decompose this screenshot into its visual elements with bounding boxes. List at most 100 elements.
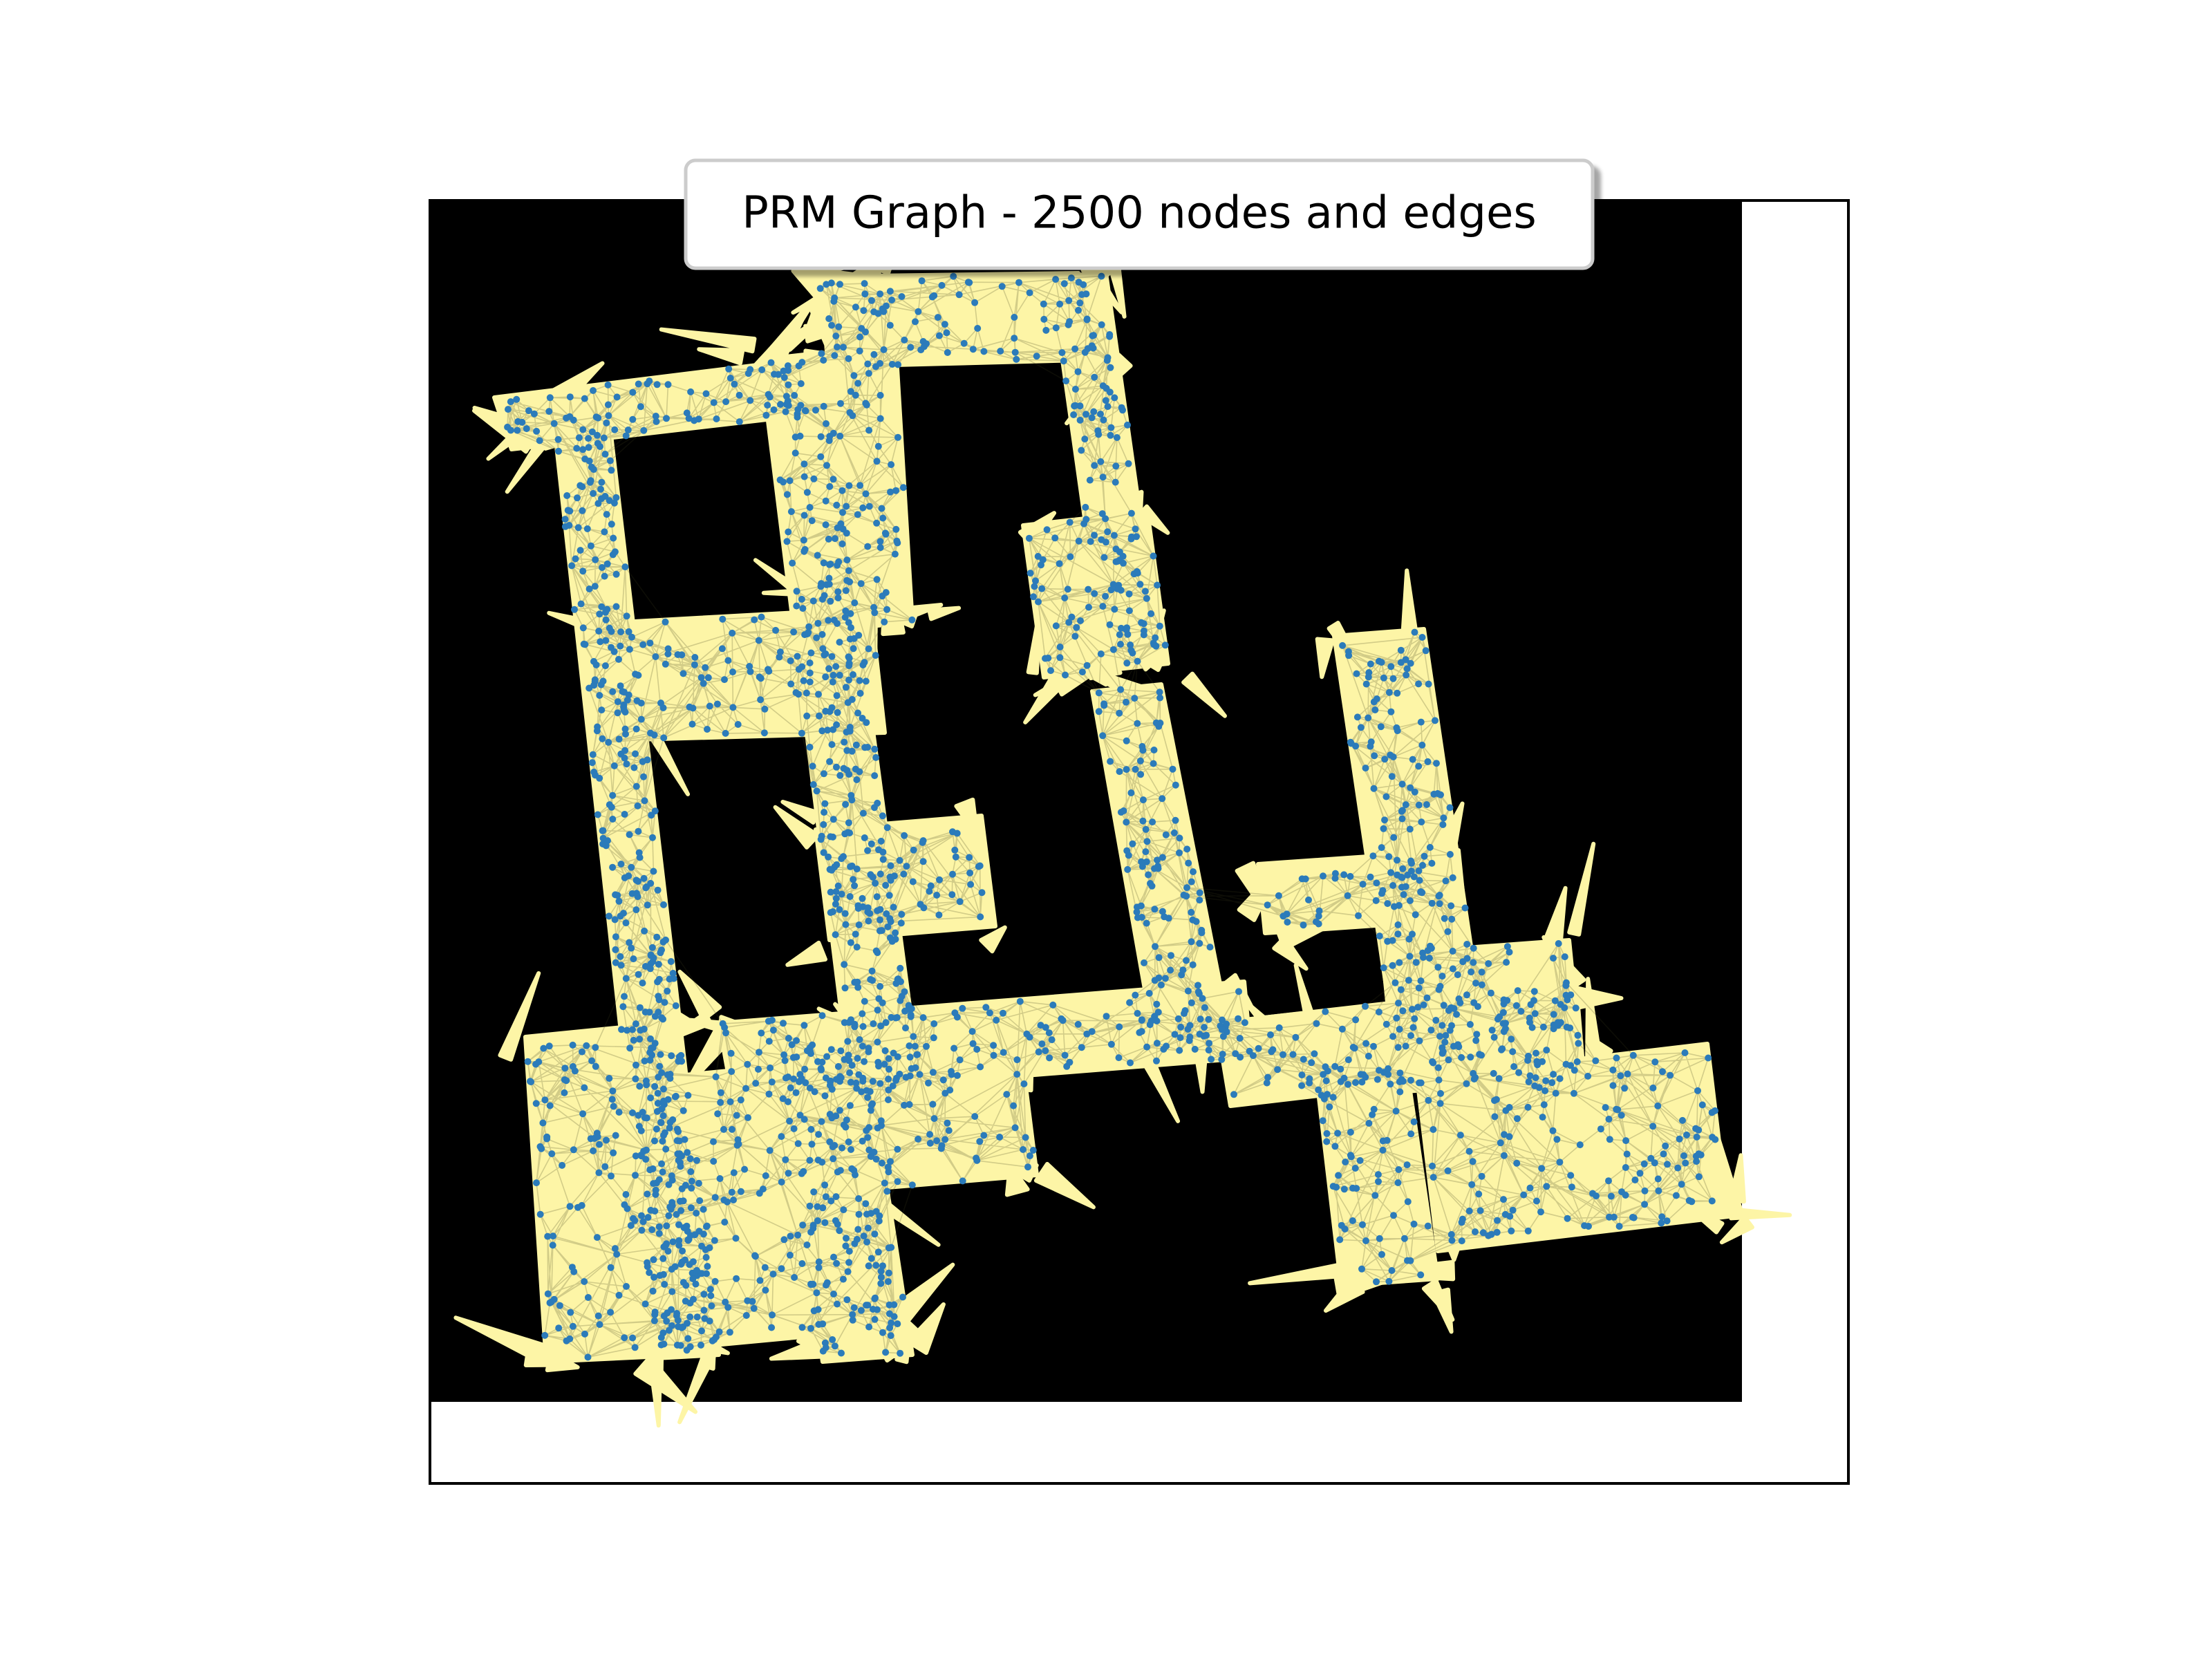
prm-node	[1375, 1178, 1382, 1185]
prm-node	[616, 1292, 623, 1299]
prm-node	[596, 775, 603, 782]
prm-node	[611, 427, 618, 433]
prm-node	[868, 1255, 875, 1262]
prm-node	[1219, 1051, 1226, 1058]
prm-node	[579, 427, 586, 433]
prm-node	[1153, 1001, 1160, 1008]
prm-node	[711, 1237, 718, 1244]
prm-node	[976, 1138, 983, 1145]
prm-node	[1423, 801, 1430, 808]
prm-node	[821, 800, 828, 807]
prm-node	[581, 1085, 588, 1091]
prm-node	[1219, 1027, 1226, 1033]
prm-node	[1658, 1219, 1665, 1226]
prm-node	[567, 1203, 574, 1210]
prm-node	[1126, 999, 1133, 1006]
prm-node	[1527, 1185, 1534, 1192]
prm-node	[729, 704, 736, 711]
prm-node	[1116, 710, 1123, 717]
prm-node	[1680, 1152, 1687, 1159]
prm-node	[923, 1043, 930, 1050]
prm-node	[831, 352, 838, 359]
prm-node	[1144, 838, 1151, 845]
prm-node	[926, 1131, 933, 1138]
prm-node	[590, 658, 597, 665]
prm-node	[1300, 1056, 1307, 1063]
prm-node	[1313, 1020, 1320, 1027]
prm-node	[1533, 1198, 1540, 1205]
prm-node	[1678, 1181, 1685, 1188]
prm-node	[1089, 414, 1096, 421]
prm-node	[635, 803, 641, 809]
prm-node	[652, 807, 659, 814]
prm-node	[933, 892, 940, 899]
prm-node	[674, 1150, 681, 1157]
prm-node	[1470, 945, 1477, 952]
prm-node	[592, 676, 599, 683]
prm-node	[1373, 897, 1380, 904]
prm-node	[626, 1044, 633, 1051]
prm-node	[672, 1094, 679, 1100]
prm-node	[704, 1223, 711, 1230]
prm-node	[1134, 658, 1141, 665]
prm-node	[843, 1116, 850, 1123]
prm-node	[1380, 825, 1387, 832]
prm-node	[1351, 1044, 1358, 1051]
prm-node	[1076, 538, 1082, 545]
prm-node	[1099, 732, 1106, 739]
prm-node	[638, 716, 645, 723]
prm-node	[880, 856, 887, 863]
prm-node	[738, 1188, 744, 1195]
prm-node	[790, 628, 797, 635]
prm-node	[623, 432, 630, 439]
prm-node	[1470, 1000, 1477, 1006]
prm-node	[1531, 988, 1538, 995]
prm-node	[568, 562, 575, 569]
prm-node	[630, 1037, 637, 1044]
prm-node	[1385, 1065, 1391, 1072]
prm-node	[841, 1056, 848, 1063]
prm-node	[819, 631, 826, 638]
prm-node	[1176, 834, 1183, 841]
prm-node	[1117, 686, 1124, 693]
prm-node	[1445, 1056, 1452, 1063]
title-box: PRM Graph - 2500 nodes and edges	[686, 160, 1601, 276]
prm-node	[599, 735, 606, 742]
prm-node	[762, 1172, 769, 1179]
prm-node	[874, 893, 881, 900]
prm-node	[1061, 280, 1068, 287]
prm-node	[777, 476, 784, 483]
prm-node	[834, 344, 841, 350]
prm-node	[1630, 1052, 1637, 1059]
prm-node	[700, 1206, 707, 1213]
prm-node	[1137, 758, 1144, 765]
prm-node	[794, 653, 801, 660]
prm-node	[917, 1071, 924, 1078]
prm-node	[1472, 1037, 1479, 1044]
prm-node	[828, 322, 835, 329]
prm-node	[1413, 959, 1420, 966]
prm-node	[885, 1087, 892, 1094]
prm-node	[548, 1150, 555, 1157]
prm-node	[1378, 659, 1385, 666]
prm-node	[970, 1040, 977, 1047]
prm-node	[908, 1005, 915, 1012]
prm-node	[626, 691, 632, 698]
prm-node	[1124, 422, 1131, 429]
prm-node	[1556, 1159, 1563, 1165]
prm-node	[618, 861, 625, 868]
prm-node	[830, 672, 837, 679]
prm-node	[1345, 1056, 1352, 1063]
prm-node	[1540, 1024, 1547, 1031]
prm-node	[599, 827, 606, 834]
prm-node	[877, 538, 884, 545]
prm-node	[660, 901, 667, 908]
prm-node	[592, 556, 599, 563]
prm-node	[1550, 1011, 1557, 1018]
prm-node	[594, 727, 601, 734]
prm-node	[1463, 941, 1470, 948]
prm-node	[862, 1200, 869, 1207]
prm-node	[1336, 1236, 1343, 1243]
prm-node	[735, 721, 742, 728]
prm-node	[835, 559, 842, 565]
